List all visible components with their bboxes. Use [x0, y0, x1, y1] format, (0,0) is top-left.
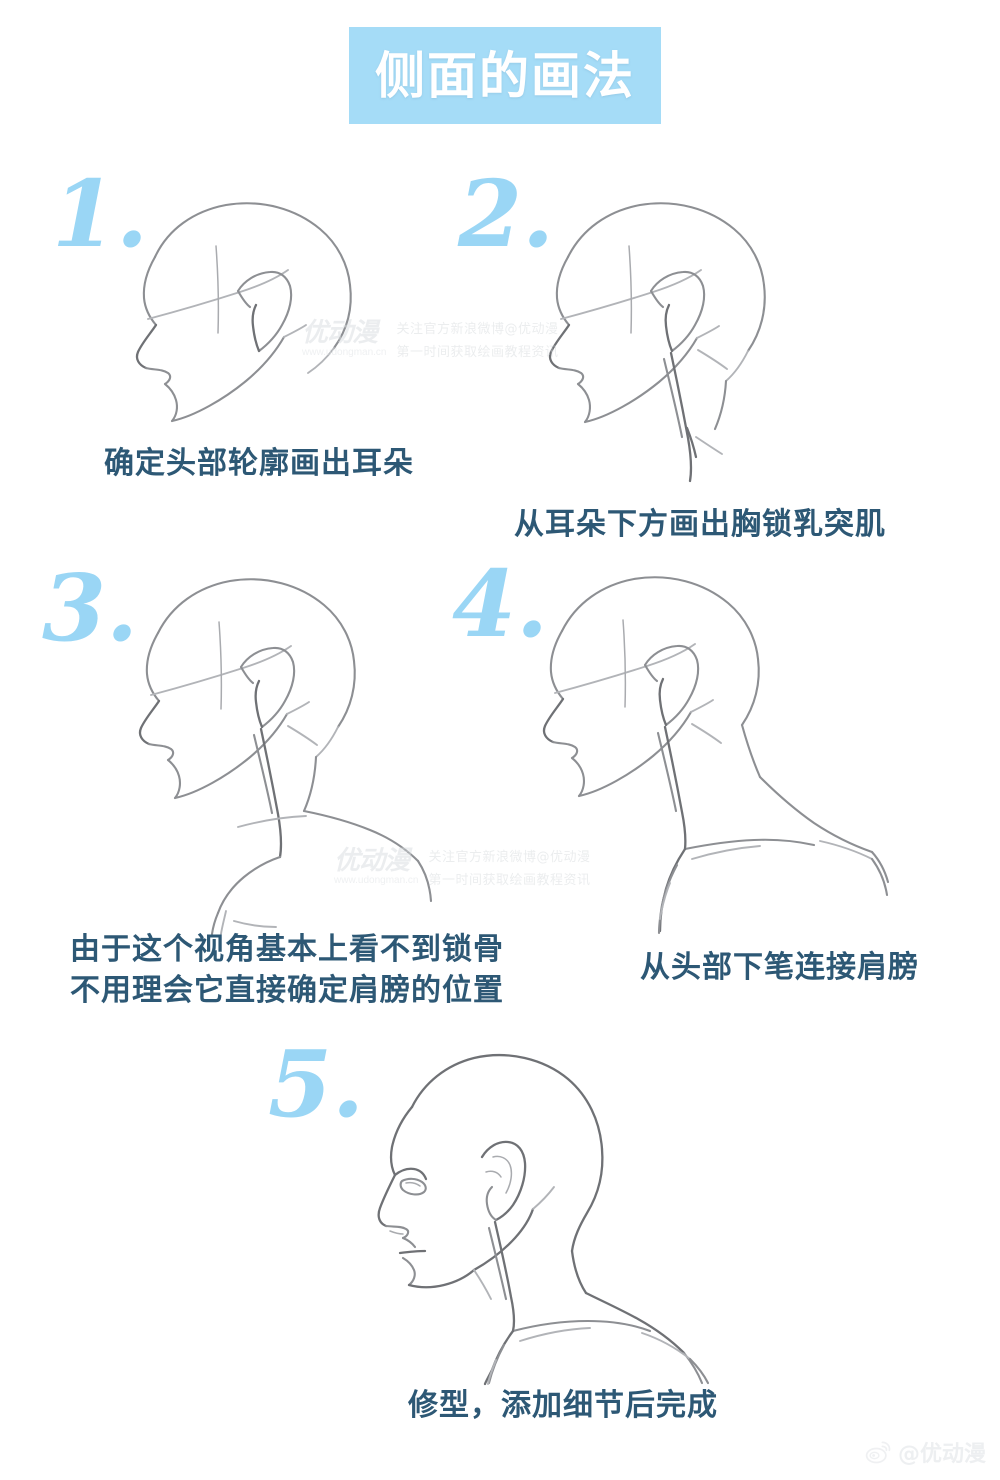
step-caption-1: 确定头部轮廓画出耳朵	[104, 446, 414, 481]
watermark-top: 优动漫 www.udongman.cn 关注官方新浪微博@优动漫 第一时间获取绘…	[302, 318, 559, 360]
figure-step-1	[120, 185, 420, 435]
step-number-3: 3.	[42, 554, 139, 662]
figure-step-3	[118, 565, 448, 936]
watermark-line-1: 关注官方新浪微博@优动漫	[396, 322, 559, 337]
watermark-text-block: 关注官方新浪微博@优动漫 第一时间获取绘画教程资讯	[429, 846, 591, 888]
watermark-line-1: 关注官方新浪微博@优动漫	[428, 850, 591, 865]
step-number-2: 2.	[458, 160, 555, 268]
weibo-icon	[865, 1441, 891, 1464]
figure-step-5	[350, 1045, 710, 1386]
finished-profile-sketch	[377, 1053, 710, 1386]
figure-step-4	[520, 565, 890, 935]
udongman-logo: 优动漫 www.udongman.cn	[334, 848, 419, 886]
watermark-middle: 优动漫 www.udongman.cn 关注官方新浪微博@优动漫 第一时间获取绘…	[334, 846, 591, 888]
udongman-logo-url: www.udongman.cn	[302, 347, 387, 358]
step-caption-3: 由于这个视角基本上看不到锁骨 不用理会它直接确定肩膀的位置	[70, 930, 504, 1011]
page-title: 侧面的画法	[375, 45, 635, 105]
head-outline-with-ear-sketch	[135, 202, 352, 423]
step-number-5: 5.	[268, 1030, 365, 1138]
udongman-logo-mark: 优动漫	[334, 846, 410, 876]
watermark-text-block: 关注官方新浪微博@优动漫 第一时间获取绘画教程资讯	[397, 318, 559, 360]
title-banner: 侧面的画法	[349, 27, 661, 124]
udongman-logo: 优动漫 www.udongman.cn	[302, 320, 387, 358]
step-number-4: 4.	[452, 550, 549, 658]
head-to-shoulder-connection-sketch	[542, 576, 890, 935]
step-caption-3-line-2: 不用理会它直接确定肩膀的位置	[70, 972, 504, 1008]
step-caption-4: 从头部下笔连接肩膀	[640, 950, 919, 985]
sternocleidomastoid-sketch	[548, 202, 766, 483]
shoulder-placement-sketch	[138, 578, 433, 936]
figure-step-2	[530, 185, 850, 495]
watermark-line-2: 第一时间获取绘画教程资讯	[396, 345, 559, 360]
step-number-1: 1.	[52, 160, 149, 268]
footer-credit: @优动漫	[864, 1436, 986, 1468]
udongman-logo-url: www.udongman.cn	[334, 875, 419, 886]
step-caption-2: 从耳朵下方画出胸锁乳突肌	[514, 507, 886, 542]
watermark-line-2: 第一时间获取绘画教程资讯	[428, 873, 591, 888]
footer-handle: @优动漫	[897, 1442, 986, 1467]
step-caption-5: 修型，添加细节后完成	[408, 1388, 718, 1423]
step-caption-3-line-1: 由于这个视角基本上看不到锁骨	[70, 932, 504, 967]
udongman-logo-mark: 优动漫	[302, 318, 378, 348]
